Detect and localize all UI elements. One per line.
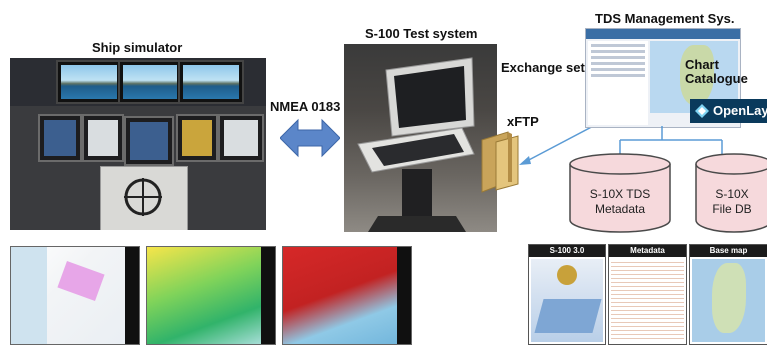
exchange-connector	[519, 121, 602, 165]
tds-management-title: TDS Management Sys.	[595, 11, 735, 26]
folder-icon	[481, 131, 519, 193]
metadata-db-line1: S-10X TDS	[590, 187, 650, 201]
ecdis-screen-2	[146, 246, 276, 345]
metadata-panel-title: Metadata	[609, 245, 686, 257]
openlayers-icon	[695, 104, 709, 118]
ecdis-screen-1	[10, 246, 140, 345]
exchange-set-label: Exchange set	[501, 60, 585, 75]
metadata-db-line2: Metadata	[595, 202, 645, 216]
ship-simulator-title: Ship simulator	[92, 40, 183, 55]
s100-panel-title: S-100 3.0	[529, 245, 605, 257]
chart-catalogue-line1: Chart	[685, 57, 719, 72]
nmea-label: NMEA 0183	[270, 99, 341, 114]
metadata-database: S-10X TDS Metadata	[569, 153, 671, 233]
s100-panel: S-100 3.0	[528, 244, 606, 345]
openlayers-logo: OpenLayers	[690, 99, 767, 123]
file-db-line2: File DB	[712, 202, 751, 216]
file-db-line1: S-10X	[715, 187, 748, 201]
nmea-double-arrow	[280, 118, 340, 158]
ecdis-screen-3	[282, 246, 412, 345]
test-system-photo	[344, 44, 497, 232]
base-map-panel: Base map	[689, 244, 767, 345]
file-database: S-10X File DB	[695, 153, 767, 233]
test-system-title: S-100 Test system	[365, 26, 478, 41]
base-map-panel-title: Base map	[690, 245, 767, 257]
xftp-label: xFTP	[507, 114, 539, 129]
db-connectors	[619, 126, 723, 156]
metadata-panel: Metadata	[608, 244, 687, 345]
ship-simulator-photo	[10, 58, 266, 230]
openlayers-label: OpenLayers	[713, 103, 767, 118]
chart-catalogue-line2: Catalogue	[685, 71, 748, 86]
